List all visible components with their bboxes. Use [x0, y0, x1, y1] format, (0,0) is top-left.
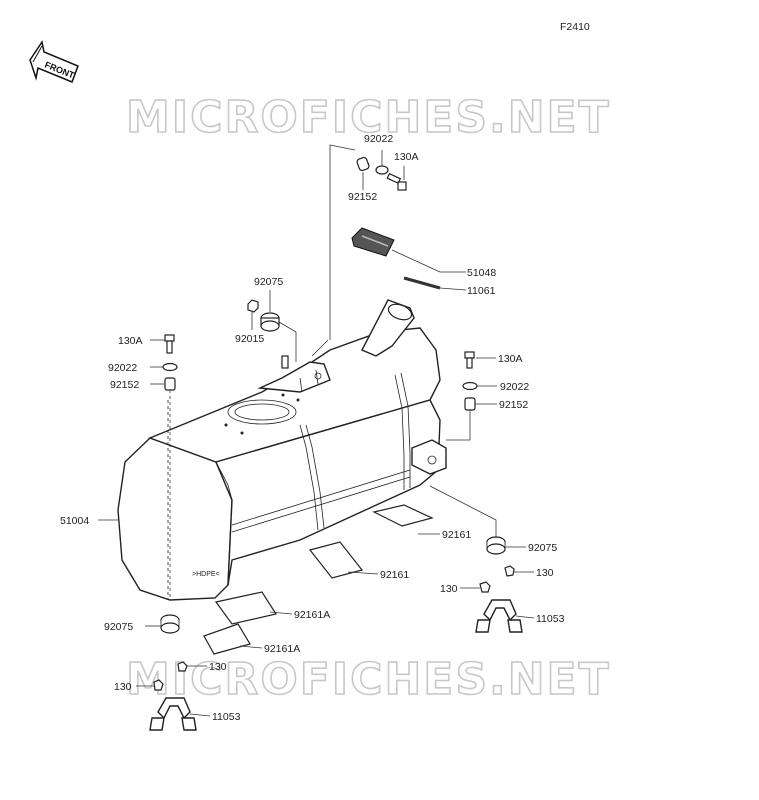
pad-92161a-a — [214, 591, 277, 625]
callout-92161-a: 92161 — [442, 529, 471, 541]
bolt-130-left-a — [177, 661, 188, 672]
callout-130a-top: 130A — [394, 151, 419, 163]
figure-code: F2410 — [560, 21, 590, 33]
callout-92075-top: 92075 — [254, 276, 283, 288]
watermark-bottom: MICROFICHES.NET — [126, 654, 611, 705]
bolt-130-right-a — [504, 565, 515, 577]
callout-92015: 92015 — [235, 333, 264, 345]
washer-92022-right — [462, 381, 478, 391]
bracket-11053-left — [149, 697, 197, 731]
callout-130-right-b: 130 — [440, 583, 458, 595]
front-arrow-icon: FRONT — [29, 40, 79, 83]
grommet-92075-left — [160, 614, 180, 634]
callout-130-left-a: 130 — [209, 661, 227, 673]
callout-92152-left: 92152 — [110, 379, 139, 391]
bracket-11053-right — [475, 599, 523, 633]
leader-lines — [98, 144, 535, 717]
bolt-130a-left — [164, 334, 175, 354]
grommet-92075-top — [260, 312, 280, 332]
washer-92022-top — [375, 165, 389, 175]
bolt-130-right-b — [479, 581, 491, 593]
washer-92022-left — [162, 362, 178, 372]
callout-92161-b: 92161 — [380, 569, 409, 581]
collar-92152-left — [164, 377, 176, 391]
pad-92161-a — [372, 504, 434, 527]
nut-92015 — [247, 299, 259, 313]
callout-92152-right: 92152 — [499, 399, 528, 411]
callout-92022-top: 92022 — [364, 133, 393, 145]
callout-92161a-b: 92161A — [264, 643, 300, 655]
pad-92161-b — [308, 541, 364, 579]
gasket-11061 — [403, 276, 441, 290]
callout-130a-right: 130A — [498, 353, 523, 365]
callout-92075-left: 92075 — [104, 621, 133, 633]
callout-130-left-b: 130 — [114, 681, 132, 693]
callout-130a-left: 130A — [118, 335, 143, 347]
callout-51048: 51048 — [467, 267, 496, 279]
callout-labels: 92022 130A 92152 51048 11061 92075 92015… — [60, 133, 565, 723]
callout-11053-right: 11053 — [536, 613, 565, 625]
fuel-tank-51004: >HDPE< — [117, 299, 447, 601]
svg-text:>HDPE<: >HDPE< — [192, 571, 220, 578]
bolt-130a-right — [464, 351, 475, 369]
bolt-130-left-b — [153, 679, 164, 691]
callout-130-right-a: 130 — [536, 567, 554, 579]
callout-92152-top: 92152 — [348, 191, 377, 203]
collar-92152-top — [356, 156, 370, 172]
callout-92161a-a: 92161A — [294, 609, 330, 621]
callout-11053-left: 11053 — [212, 711, 241, 723]
bolt-130a-top — [386, 172, 407, 191]
callout-92022-right: 92022 — [500, 381, 529, 393]
callout-51004: 51004 — [60, 515, 89, 527]
callout-11061: 11061 — [467, 285, 496, 297]
callout-92075-right: 92075 — [528, 542, 557, 554]
collar-92152-right — [464, 397, 476, 411]
grommet-92075-right — [486, 536, 506, 555]
watermark-top: MICROFICHES.NET — [126, 92, 611, 143]
pad-92161a-b — [203, 623, 251, 655]
pad-51048 — [351, 227, 441, 273]
callout-92022-left: 92022 — [108, 362, 137, 374]
